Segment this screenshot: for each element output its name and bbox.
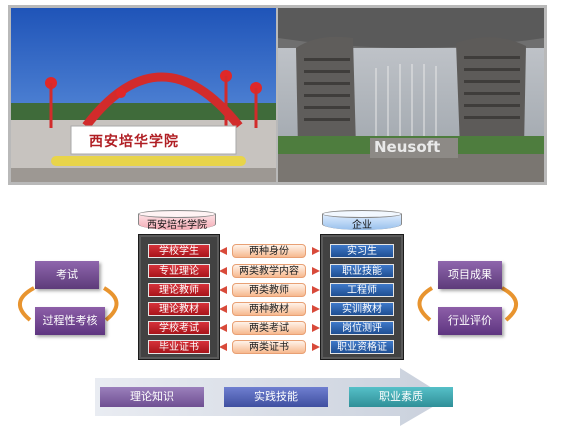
industry-evaluation-box: 行业评价 (438, 307, 502, 335)
school-item: 理论教材 (148, 302, 210, 316)
campus-gate-photo: 西安培华学院 (11, 8, 276, 182)
right-cycle-arrow-bottom (500, 286, 518, 322)
bar-professional-quality: 职业素质 (349, 387, 453, 407)
school-enterprise-diagram: 西安培华学院 企业 学校学生 专业理论 理论教师 理论教材 学校考试 毕业证书 … (0, 190, 565, 431)
middle-item: 两类教学内容 (232, 264, 306, 278)
left-cycle-arrow-top (18, 286, 36, 322)
middle-item: 两类教师 (232, 283, 306, 297)
middle-item: 两类考试 (232, 321, 306, 335)
building-sign-text: Neusoft (374, 138, 441, 156)
right-cycle-arrow-top (417, 286, 434, 322)
photo-strip: 西安培华学院 (8, 5, 547, 185)
school-header: 西安培华学院 (138, 210, 216, 231)
exam-box: 考试 (35, 261, 99, 289)
middle-item: 两种身份 (232, 244, 306, 258)
row-link-arrows (219, 247, 320, 351)
company-item: 实训教材 (330, 302, 394, 316)
project-results-box: 项目成果 (438, 261, 502, 289)
campus-sign-text: 西安培华学院 (89, 134, 179, 150)
company-item: 实习生 (330, 244, 394, 258)
left-cycle-arrow-bottom (102, 286, 119, 322)
school-item: 理论教师 (148, 283, 210, 297)
school-item: 毕业证书 (148, 340, 210, 354)
company-header: 企业 (322, 210, 402, 231)
neusoft-building-photo: Neusoft (278, 8, 544, 182)
company-panel: 实习生 职业技能 工程师 实训教材 岗位测评 职业资格证 (320, 234, 404, 360)
bar-practical-skills: 实践技能 (224, 387, 328, 407)
company-label: 企业 (352, 220, 372, 231)
school-item: 学校考试 (148, 321, 210, 335)
company-item: 职业技能 (330, 264, 394, 278)
school-item: 专业理论 (148, 264, 210, 278)
bar-theory-knowledge: 理论知识 (100, 387, 204, 407)
middle-item: 两种教材 (232, 302, 306, 316)
company-item: 职业资格证 (330, 340, 394, 354)
company-item: 岗位测评 (330, 321, 394, 335)
middle-item: 两类证书 (232, 340, 306, 354)
school-item: 学校学生 (148, 244, 210, 258)
school-panel: 学校学生 专业理论 理论教师 理论教材 学校考试 毕业证书 (138, 234, 220, 360)
campus-gate-illustration (11, 8, 276, 182)
process-assessment-box: 过程性考核 (35, 307, 105, 335)
building-illustration (278, 8, 544, 182)
company-item: 工程师 (330, 283, 394, 297)
school-label: 西安培华学院 (147, 220, 207, 231)
